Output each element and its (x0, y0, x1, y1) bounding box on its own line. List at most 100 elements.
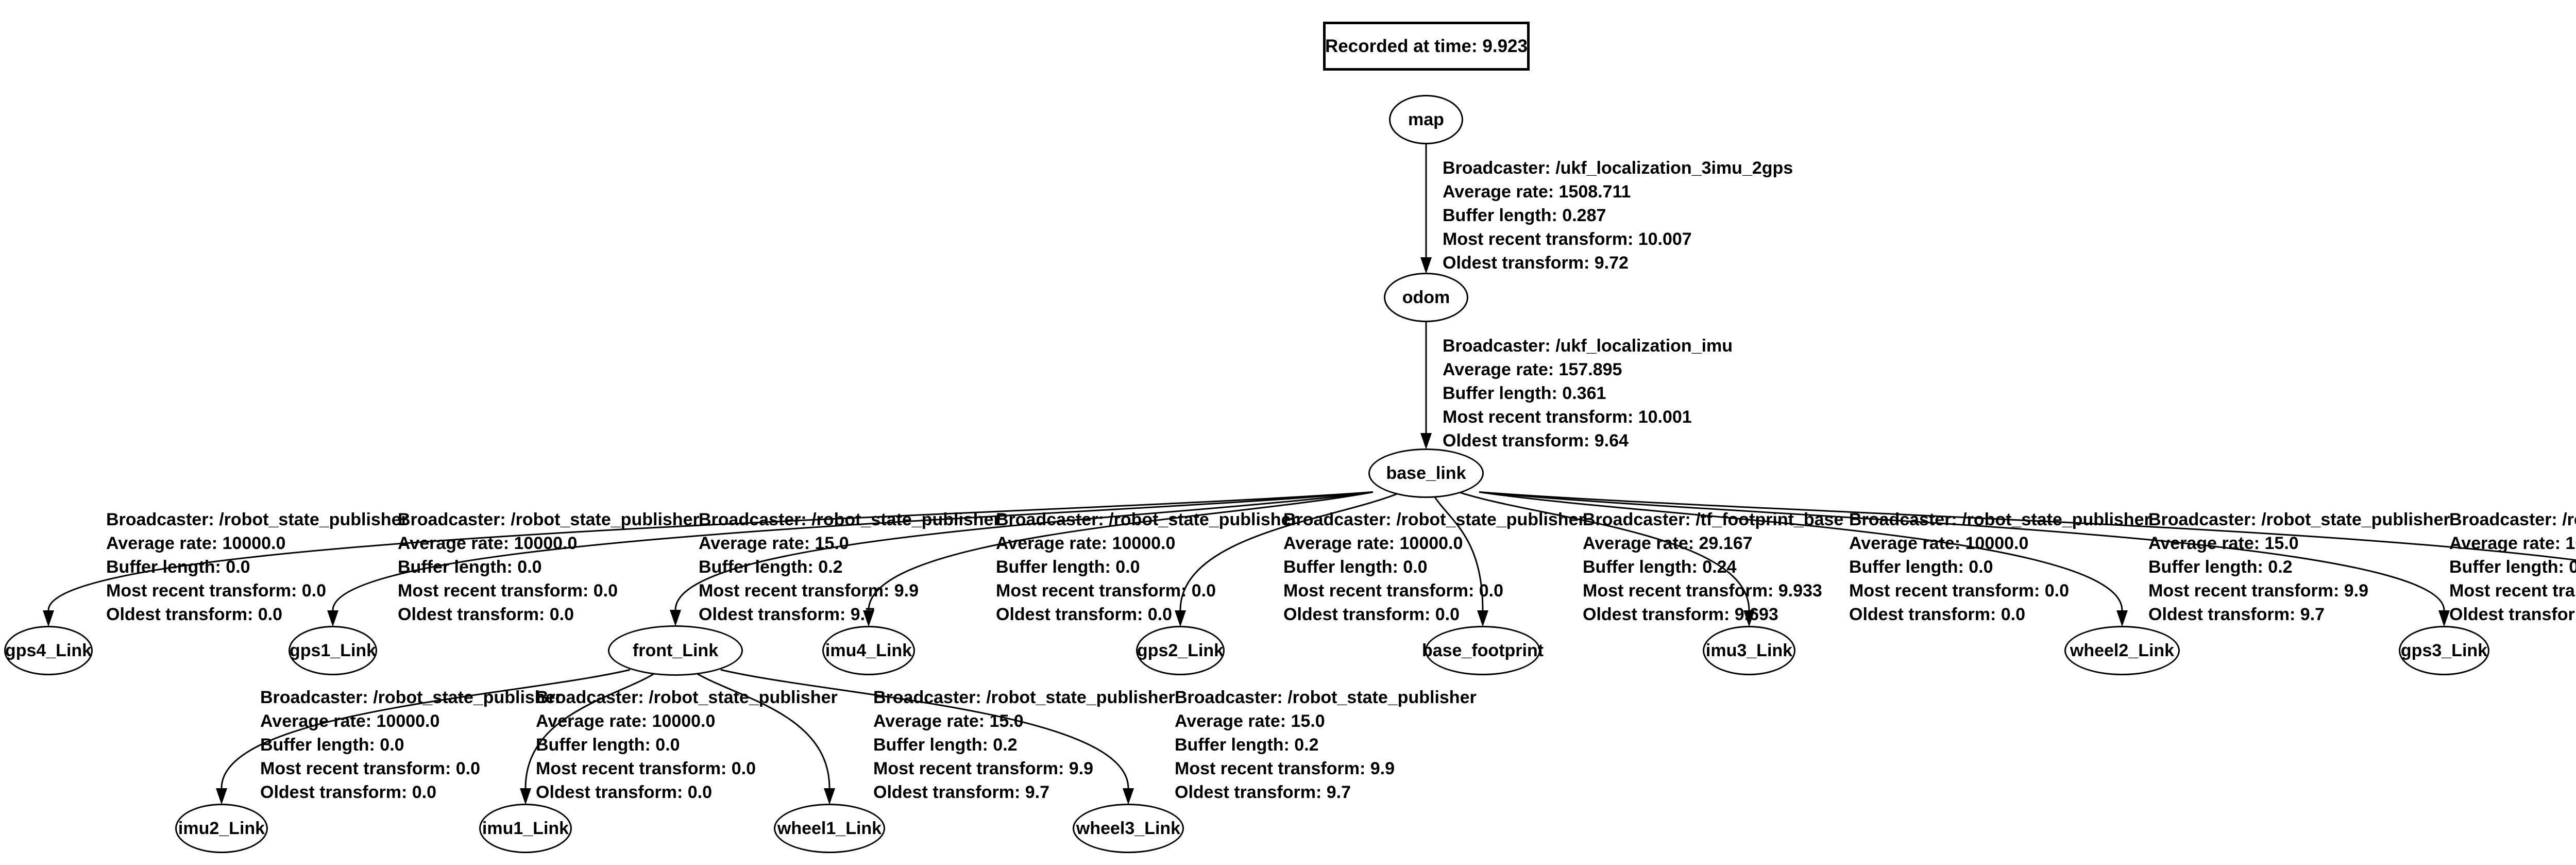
edge-base_link-gps2_Link (1179, 491, 1402, 611)
edge-base_link-imu3_Link (1458, 491, 1750, 611)
edge-label-line: Average rate: 10000.0 (1283, 534, 1463, 553)
edge-label-line: Most recent transform: 9.9 (699, 581, 919, 601)
edge-label-line: Oldest transform: 9.693 (1583, 605, 1778, 624)
node-base_link: base_link (1368, 448, 1484, 498)
edge-label-line: Most recent transform: 0.0 (260, 759, 480, 778)
node-gps3_Link: gps3_Link (2399, 626, 2489, 675)
edge-label-line: Oldest transform: 0.0 (996, 605, 1172, 624)
edge-label-line: Most recent transform: 10.007 (1443, 229, 1692, 249)
arrowhead-icon (1477, 610, 1488, 627)
edge-label-line: Buffer length: 0.0 (1849, 557, 1993, 577)
edge-label-line: Oldest transform: 0.0 (1283, 605, 1460, 624)
edge-label-line: Broadcaster: /robot_state_publisher (1175, 688, 1477, 707)
node-base_footprint: base_footprint (1422, 626, 1544, 675)
edge-label-map-odom: Broadcaster: /ukf_localization_3imu_2gps… (1443, 156, 1793, 275)
edge-label-line: Average rate: 15.0 (699, 534, 849, 553)
edge-base_link-gps4_Link (47, 491, 1374, 611)
edge-label-line: Buffer length: 0.0 (996, 557, 1140, 577)
edge-label-line: Oldest transform: 0.0 (106, 605, 282, 624)
edge-label-line: Average rate: 10000.0 (996, 534, 1176, 553)
edge-label-line: Average rate: 29.167 (1583, 534, 1753, 553)
edge-label-line: Oldest transform: 0.0 (2449, 605, 2576, 624)
edge-label-line: Average rate: 10000.0 (1849, 534, 2029, 553)
edge-label-line: Most recent transform: 0.0 (2449, 581, 2576, 601)
edge-label-line: Most recent transform: 0.0 (536, 759, 756, 778)
edge-label-line: Most recent transform: 9.933 (1583, 581, 1822, 601)
arrowhead-icon (327, 610, 338, 627)
node-imu1_Link: imu1_Link (479, 804, 572, 853)
edge-label-line: Broadcaster: /robot_state_publisher (106, 510, 408, 529)
edge-label-line: Average rate: 15.0 (873, 711, 1024, 731)
edge-label-line: Average rate: 10000.0 (2449, 534, 2576, 553)
edge-label-line: Broadcaster: /robot_state_publisher (536, 688, 838, 707)
edge-label-line: Buffer length: 0.2 (2148, 557, 2293, 577)
edge-label-line: Most recent transform: 0.0 (1283, 581, 1503, 601)
arrowhead-icon (43, 610, 54, 627)
edge-label-line: Broadcaster: /ukf_localization_imu (1443, 336, 1733, 356)
edge-label-line: Broadcaster: /robot_state_publisher (1283, 510, 1585, 529)
edge-label-line: Buffer length: 0.2 (1175, 735, 1319, 755)
node-imu3_Link: imu3_Link (1703, 626, 1795, 675)
edge-label-base_link-gps3_Link: Broadcaster: /robot_state_publisherAvera… (2449, 508, 2576, 626)
edge-label-line: Buffer length: 0.0 (106, 557, 250, 577)
edge-label-line: Most recent transform: 10.001 (1443, 407, 1692, 427)
node-wheel1_Link: wheel1_Link (774, 804, 885, 853)
edge-label-line: Oldest transform: 0.0 (398, 605, 574, 624)
edge-label-line: Buffer length: 0.361 (1443, 384, 1606, 403)
edge-label-line: Oldest transform: 9.72 (1443, 253, 1629, 273)
node-wheel2_Link: wheel2_Link (2064, 626, 2180, 675)
edge-label-line: Average rate: 10000.0 (260, 711, 440, 731)
node-gps4_Link: gps4_Link (4, 626, 93, 675)
edge-label-line: Buffer length: 0.0 (260, 735, 404, 755)
edge-label-line: Buffer length: 0.0 (536, 735, 680, 755)
edge-base_link-gps1_Link (332, 491, 1374, 611)
edge-label-line: Average rate: 15.0 (1175, 711, 1325, 731)
arrowhead-icon (1420, 433, 1432, 450)
node-gps1_Link: gps1_Link (289, 626, 377, 675)
arrowhead-icon (1123, 788, 1134, 805)
edge-label-line: Oldest transform: 9.7 (699, 605, 875, 624)
node-imu2_Link: imu2_Link (175, 804, 268, 853)
edge-front_Link-wheel1_Link (690, 669, 831, 789)
edge-label-line: Buffer length: 0.0 (398, 557, 542, 577)
edge-label-line: Most recent transform: 9.9 (1175, 759, 1395, 778)
edge-front_Link-imu2_Link (221, 669, 631, 789)
edge-label-line: Buffer length: 0.287 (1443, 206, 1606, 225)
arrowhead-icon (1743, 610, 1755, 627)
edge-label-line: Most recent transform: 0.0 (996, 581, 1216, 601)
edge-base_link-base_footprint (1431, 491, 1484, 611)
edge-label-line: Broadcaster: /robot_state_publisher (996, 510, 1298, 529)
arrowhead-icon (216, 788, 227, 805)
node-gps2_Link: gps2_Link (1136, 626, 1225, 675)
arrowhead-icon (670, 610, 681, 626)
arrowhead-icon (863, 610, 874, 627)
edge-label-line: Broadcaster: /robot_state_publisher (873, 688, 1175, 707)
edge-label-line: Broadcaster: /robot_state_publisher (1849, 510, 2151, 529)
arrowhead-icon (2438, 610, 2450, 627)
edge-label-line: Buffer length: 0.2 (873, 735, 1018, 755)
arrowhead-icon (520, 788, 531, 805)
edge-label-line: Average rate: 1508.711 (1443, 182, 1631, 202)
arrowhead-icon (824, 788, 835, 805)
edge-base_link-wheel4_Link (1479, 491, 2576, 561)
edge-base_link-gps3_Link (1479, 491, 2445, 611)
edge-base_link-imu4_Link (868, 491, 1374, 611)
edge-label-line: Oldest transform: 0.0 (1849, 605, 2025, 624)
edge-label-line: Most recent transform: 0.0 (106, 581, 326, 601)
edge-label-line: Broadcaster: /robot_state_publisher (699, 510, 1001, 529)
edge-label-line: Broadcaster: /robot_state_publisher (2148, 510, 2450, 529)
edge-label-line: Oldest transform: 9.7 (1175, 783, 1351, 802)
edge-front_Link-imu1_Link (524, 669, 661, 789)
edge-label-line: Buffer length: 0.0 (1283, 557, 1428, 577)
